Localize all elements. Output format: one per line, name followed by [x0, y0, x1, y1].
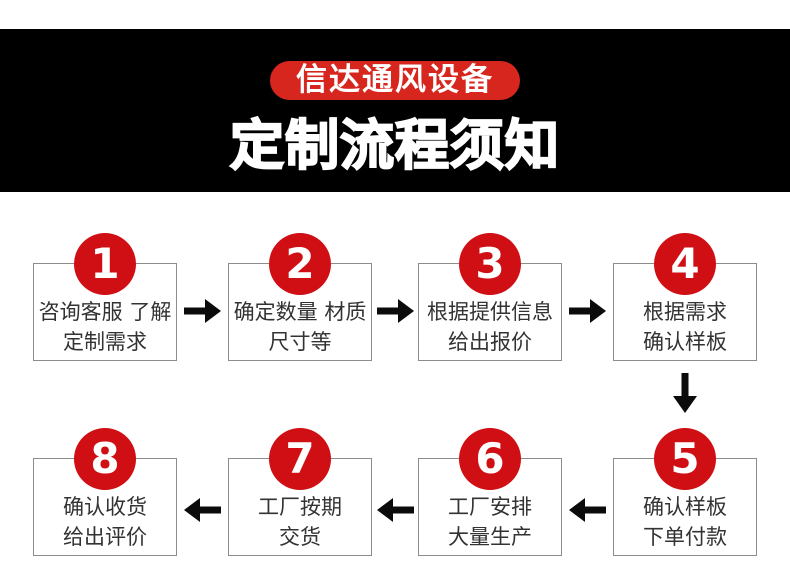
- step-2-line2: 尺寸等: [268, 330, 332, 354]
- step-3-box: 3 根据提供信息 给出报价: [418, 233, 562, 361]
- step-8-box: 8 确认收货 给出评价: [33, 428, 177, 556]
- step-1-line1: 咨询客服 了解: [38, 300, 172, 324]
- arrow-right-icon: [184, 296, 221, 326]
- step-4-text: 根据需求 确认样板: [614, 297, 756, 357]
- step-1-text: 咨询客服 了解 定制需求: [34, 297, 176, 357]
- step-5-text: 确认样板 下单付款: [614, 492, 756, 552]
- step-7-text: 工厂按期 交货: [229, 492, 371, 552]
- step-3-line2: 给出报价: [448, 330, 532, 354]
- step-1-box: 1 咨询客服 了解 定制需求: [33, 233, 177, 361]
- header-banner: 信达通风设备 定制流程须知: [0, 29, 790, 192]
- step-7-line2: 交货: [279, 525, 321, 549]
- step-3-line1: 根据提供信息: [427, 300, 553, 324]
- step-5-box: 5 确认样板 下单付款: [613, 428, 757, 556]
- step-7-box: 7 工厂按期 交货: [228, 428, 372, 556]
- step-2-text: 确定数量 材质 尺寸等: [229, 297, 371, 357]
- step-3-text: 根据提供信息 给出报价: [419, 297, 561, 357]
- arrow-right-icon: [377, 296, 414, 326]
- step-4-line2: 确认样板: [643, 330, 727, 354]
- page-title: 定制流程须知: [229, 113, 560, 177]
- step-5-line2: 下单付款: [643, 525, 727, 549]
- step-5-line1: 确认样板: [643, 495, 727, 519]
- arrow-left-icon: [184, 495, 221, 525]
- step-8-line2: 给出评价: [63, 525, 147, 549]
- brand-badge: 信达通风设备: [270, 61, 520, 100]
- step-2-box: 2 确定数量 材质 尺寸等: [228, 233, 372, 361]
- step-6-text: 工厂安排 大量生产: [419, 492, 561, 552]
- step-1-number-badge: 1: [74, 233, 136, 295]
- step-8-line1: 确认收货: [63, 495, 147, 519]
- step-6-number-badge: 6: [459, 428, 521, 490]
- step-8-text: 确认收货 给出评价: [34, 492, 176, 552]
- step-4-line1: 根据需求: [643, 300, 727, 324]
- step-5-number-badge: 5: [654, 428, 716, 490]
- step-8-number-badge: 8: [74, 428, 136, 490]
- arrow-left-icon: [569, 495, 606, 525]
- arrow-left-icon: [377, 495, 414, 525]
- step-7-number-badge: 7: [269, 428, 331, 490]
- step-3-number-badge: 3: [459, 233, 521, 295]
- arrow-right-icon: [569, 296, 606, 326]
- step-6-line1: 工厂安排: [448, 495, 532, 519]
- step-1-line2: 定制需求: [63, 330, 147, 354]
- step-6-box: 6 工厂安排 大量生产: [418, 428, 562, 556]
- step-2-number-badge: 2: [269, 233, 331, 295]
- arrow-down-icon: [670, 373, 700, 413]
- step-4-box: 4 根据需求 确认样板: [613, 233, 757, 361]
- step-4-number-badge: 4: [654, 233, 716, 295]
- step-6-line2: 大量生产: [448, 525, 532, 549]
- step-2-line1: 确定数量 材质: [233, 300, 367, 324]
- step-7-line1: 工厂按期: [258, 495, 342, 519]
